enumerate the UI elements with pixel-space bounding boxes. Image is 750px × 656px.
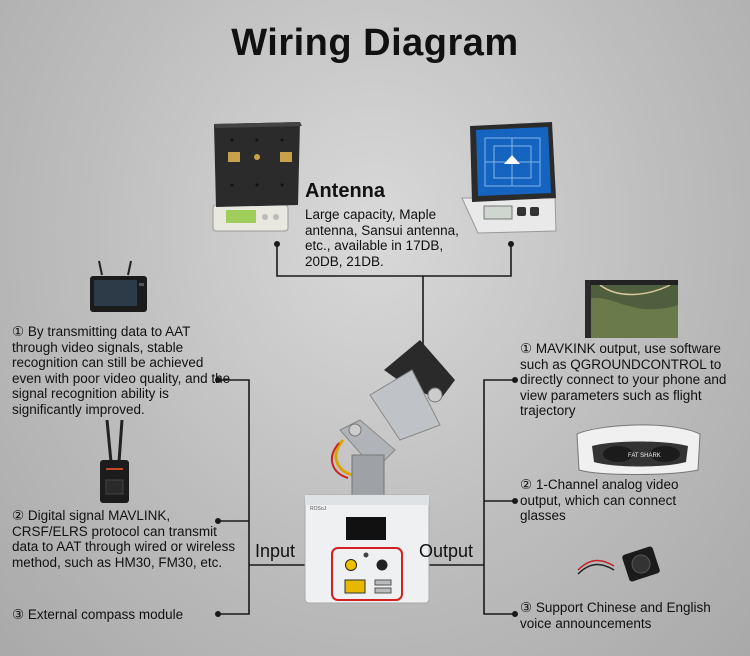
page-title: Wiring Diagram	[231, 22, 519, 64]
output-item-2: ② 1-Channel analog video output, which c…	[520, 477, 679, 523]
connection-lines	[218, 244, 515, 615]
speaker-module-image	[577, 546, 660, 582]
qgroundcontrol-map-image	[585, 280, 678, 338]
fatshark-goggles-image: FAT SHARK	[576, 424, 701, 475]
antenna-description: Large capacity, Maple antenna, Sansui an…	[305, 207, 459, 269]
input-label: Input	[255, 541, 296, 561]
antenna-heading: Antenna	[305, 180, 385, 202]
maple-antenna-image	[212, 122, 302, 232]
output-item-1: ① MAVKINK output, use software such as Q…	[520, 341, 727, 418]
device-brand-mark: ROSoJ	[310, 506, 327, 512]
connection-dots	[215, 241, 518, 617]
output-label: Output	[419, 541, 474, 561]
input-item-3: ③ External compass module	[12, 607, 184, 622]
sansui-antenna-image	[461, 122, 557, 234]
input-item-2: ② Digital signal MAVLINK, CRSF/ELRS prot…	[12, 508, 236, 570]
monitor-receiver-image	[90, 260, 147, 312]
input-item-1: ① By transmitting data to AAT through vi…	[12, 324, 231, 417]
output-item-3: ③ Support Chinese and English voice anno…	[520, 600, 711, 631]
antenna-tracker-image: ROSoJ	[304, 340, 455, 604]
hm30-transmitter-image	[100, 419, 129, 503]
goggles-brand-mark: FAT SHARK	[628, 453, 661, 459]
